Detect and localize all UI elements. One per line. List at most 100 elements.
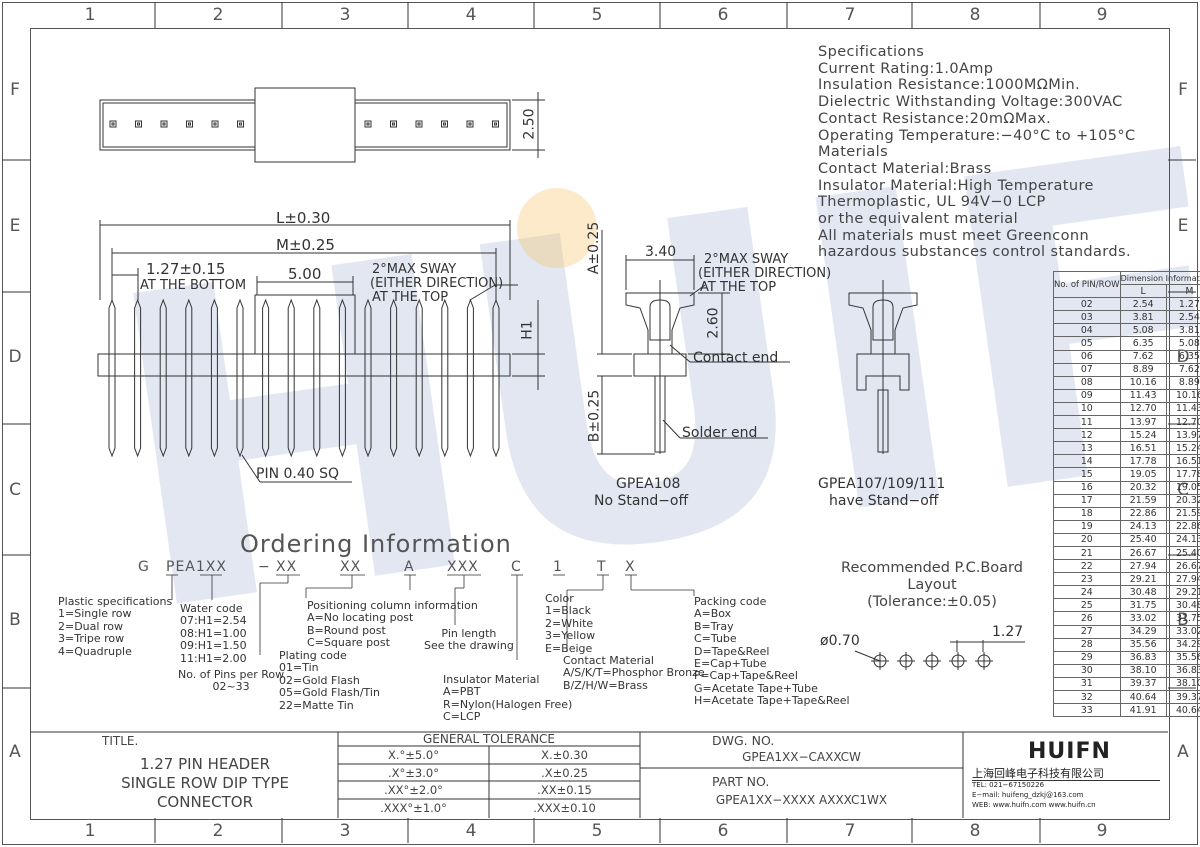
ordering-line: See the drawing — [424, 639, 514, 653]
table-cell: 7.62 — [1165, 362, 1200, 377]
pcb-title-line: (Tolerance:±0.05) — [867, 594, 997, 610]
ordering-line: E=Beige — [545, 641, 593, 655]
dim-h1: H1 — [519, 320, 536, 340]
spec-line: Contact Material:Brass — [818, 160, 992, 177]
table-cell: 6.35 — [1165, 349, 1200, 364]
table-cell: 14 — [1053, 454, 1121, 469]
ordering-line: 4=Quadruple — [58, 644, 132, 658]
table-cell: 30 — [1053, 663, 1121, 678]
ordering-code-part: 1 — [553, 559, 563, 575]
dim-3-40: 3.40 — [645, 244, 677, 260]
table-cell: 12 — [1053, 428, 1121, 443]
zone-col-top: 6 — [717, 5, 729, 25]
table-cell: 26.67 — [1165, 559, 1200, 574]
ordering-line: A=Box — [694, 607, 732, 621]
table-cell: 38.10 — [1119, 663, 1167, 678]
table-cell: 19 — [1053, 519, 1121, 534]
ordering-line: Insulator Material — [443, 673, 540, 686]
ordering-line: Color — [545, 592, 574, 605]
table-cell: 31.75 — [1165, 611, 1200, 626]
table-header-dimension: Dimension Information — [1119, 270, 1200, 286]
table-cell: 27 — [1053, 624, 1121, 639]
title-label: TITLE. — [102, 734, 139, 748]
zone-row-left: C — [9, 480, 21, 500]
part-label: PART NO. — [712, 774, 770, 789]
spec-line: Insulation Resistance:1000MΩMin. — [818, 77, 1081, 94]
table-cell: 6.35 — [1119, 336, 1167, 351]
ordering-line: Plastic specifications — [58, 595, 173, 608]
table-cell: 7.62 — [1119, 349, 1167, 364]
dimension-table: No. of PIN/ROW Dimension Information L M… — [1053, 270, 1200, 718]
ordering-title: Ordering Information — [240, 530, 512, 558]
table-cell: 15.24 — [1119, 428, 1167, 443]
table-cell: 19.05 — [1165, 480, 1200, 495]
table-cell: 15 — [1053, 467, 1121, 482]
dim-a: A±0.25 — [586, 221, 603, 275]
table-cell: 26.67 — [1119, 545, 1167, 561]
table-cell: 27.94 — [1119, 559, 1167, 574]
table-cell: 11 — [1053, 415, 1121, 430]
table-cell: 34.29 — [1165, 637, 1200, 652]
zone-col-top: 2 — [212, 5, 224, 25]
spec-line: Materials — [818, 144, 889, 161]
tolerance-angle: .XXX°±1.0° — [380, 800, 447, 815]
ordering-line: 3=Yellow — [545, 629, 596, 643]
ordering-line: A/S/K/T=Phosphor Bronze — [563, 666, 705, 680]
table-cell: 13.97 — [1119, 415, 1167, 430]
spec-line: hazardous substances control standards. — [818, 244, 1131, 261]
watermark-orange-dot — [517, 188, 597, 268]
table-cell: 36.83 — [1165, 663, 1200, 678]
table-cell: 1.27 — [1165, 297, 1200, 312]
ordering-line: 3=Tripe row — [58, 632, 125, 646]
zone-col-top: 9 — [1096, 5, 1108, 25]
table-cell: 21 — [1053, 545, 1121, 561]
ordering-line: Contact Material — [563, 654, 654, 667]
ordering-code-part: − — [258, 559, 271, 575]
ordering-code-part: C — [511, 559, 522, 575]
table-cell: 03 — [1053, 310, 1121, 325]
ordering-code-part: X — [625, 559, 636, 575]
ordering-line: 2=White — [545, 616, 594, 630]
ordering-line: C=Tube — [694, 632, 737, 646]
ordering-line: Packing code — [694, 595, 767, 608]
ordering-code-part: A — [404, 559, 415, 575]
table-cell: 3.81 — [1119, 310, 1167, 325]
sway108-line-3: AT THE TOP — [700, 280, 777, 295]
sway108-line-1: 2°MAX SWAY — [704, 252, 789, 267]
tolerance-linear: X.±0.30 — [541, 748, 588, 762]
dim-m: M±0.25 — [276, 236, 335, 254]
spec-line: Current Rating:1.0Amp — [818, 60, 994, 77]
company-web: WEB: www.huifn.com www.huifn.cn — [972, 801, 1096, 809]
ordering-line: R=Nylon(Halogen Free) — [443, 697, 573, 711]
company-divider — [972, 780, 1160, 781]
table-cell: 39.37 — [1119, 676, 1167, 692]
ordering-line: 02~33 — [212, 680, 250, 694]
table-cell: 20 — [1053, 532, 1121, 547]
table-cell: 16.51 — [1165, 454, 1200, 469]
gpea107-caption: GPEA107/109/111 — [818, 476, 946, 492]
table-cell: 36.83 — [1119, 650, 1167, 665]
table-cell: 02 — [1053, 297, 1121, 312]
dim-2-50: 2.50 — [521, 108, 538, 140]
table-header-pins: No. of PIN/ROW — [1053, 270, 1121, 299]
tolerance-angle: X.°±5.0° — [388, 748, 439, 762]
title-line: CONNECTOR — [156, 793, 254, 811]
sway-line-3: AT THE TOP — [372, 290, 449, 305]
zone-col-bottom: 9 — [1096, 821, 1108, 841]
